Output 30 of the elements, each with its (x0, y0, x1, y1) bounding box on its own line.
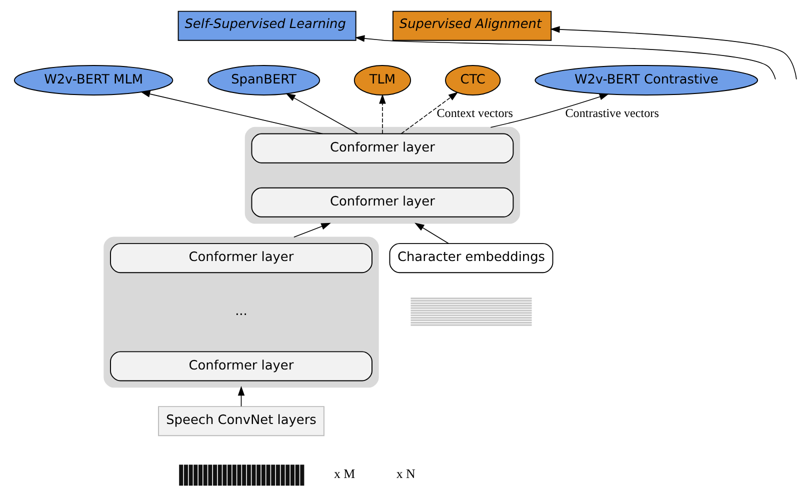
label: ... (234, 304, 247, 320)
node-ellipse: W2v-BERT Contrastive (534, 65, 758, 96)
arrow (550, 26, 796, 80)
node-box: Conformer layer (110, 243, 372, 274)
node-box: Conformer layer (250, 133, 514, 164)
node-box: Character embeddings (388, 243, 553, 274)
node-box: Conformer layer (110, 351, 372, 382)
arrow (490, 94, 609, 128)
node-ellipse: W2v-BERT MLM (13, 65, 173, 96)
arrow (140, 90, 322, 134)
edge-label: Contrastive vectors (564, 106, 658, 120)
cluster (103, 236, 378, 388)
node-box: Self-Supervised Learning (177, 10, 356, 41)
edge-label: Context vectors (436, 106, 512, 120)
node-box: Supervised Alignment (392, 10, 552, 41)
node-ellipse: CTC (444, 65, 500, 96)
label: x M (333, 466, 355, 482)
arrow (400, 92, 458, 134)
arrow (378, 94, 386, 134)
label: x N (396, 466, 415, 482)
arrow (285, 93, 358, 134)
arrow (414, 222, 449, 244)
cluster (244, 126, 520, 224)
node-box: Speech ConvNet layers (158, 406, 324, 436)
arrow (354, 35, 776, 80)
arrow (293, 222, 330, 238)
arrow (237, 386, 244, 407)
node-box: Conformer layer (250, 187, 514, 218)
node-ellipse: TLM (353, 65, 411, 96)
node-ellipse: SpanBERT (207, 65, 320, 96)
